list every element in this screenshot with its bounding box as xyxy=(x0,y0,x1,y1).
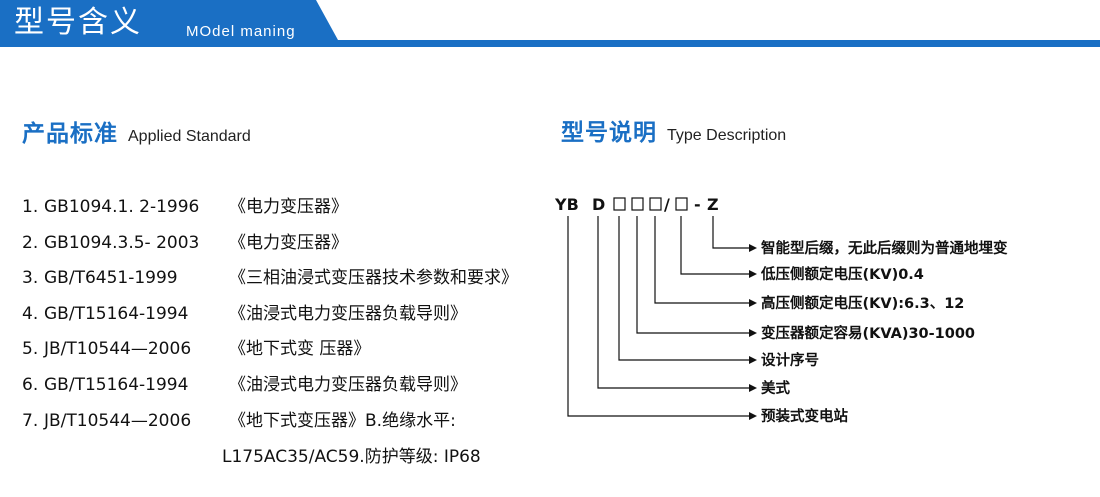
standard-number: 1. xyxy=(22,197,39,217)
standard-number: 6. xyxy=(22,374,39,395)
type-desc-heading-en: Type Description xyxy=(667,127,787,144)
standards-heading-en: Applied Standard xyxy=(128,128,251,145)
standard-code: GB/T15164-1994 xyxy=(44,303,189,324)
leader-line-yb xyxy=(567,216,749,417)
standard-name: 《电力变压器》 xyxy=(229,232,348,253)
arrow-head xyxy=(749,412,757,420)
standard-code: GB1094.1. 2-1996 xyxy=(44,197,200,217)
page-subtitle: MOdel maning xyxy=(186,23,296,40)
standard-name: 《油浸式电力变压器负载导则》 xyxy=(229,374,467,395)
standard-item: 7.JB/T10544—2006 《地下式变压器》B.绝缘水平: xyxy=(22,407,518,443)
desc-hv-voltage: 高压侧额定电压(KV):6.3、12 xyxy=(761,294,964,312)
code-dash: - xyxy=(694,195,701,214)
standard-code: GB/T15164-1994 xyxy=(44,374,189,395)
code-d: D xyxy=(592,195,605,214)
code-z: Z xyxy=(707,195,719,214)
code-box-4 xyxy=(675,197,688,211)
leader-line-hv xyxy=(654,216,749,304)
standard-name: 《油浸式电力变压器负载导则》 xyxy=(229,303,467,324)
standard-code: GB1094.3.5- 2003 xyxy=(44,232,200,253)
desc-capacity: 变压器额定容易(KVA)30-1000 xyxy=(761,324,975,342)
arrow-head xyxy=(749,270,757,278)
leader-line-d xyxy=(597,216,749,389)
leader-line-capacity xyxy=(636,216,749,334)
standard-item: 4.GB/T15164-1994 《油浸式电力变压器负载导则》 xyxy=(22,300,518,336)
standard-name: 《地下式变压器》B.绝缘水平: xyxy=(229,410,456,431)
standard-name: 《地下式变 压器》 xyxy=(229,339,371,360)
desc-prefab-substation: 预装式变电站 xyxy=(761,407,848,425)
leader-line-z xyxy=(712,216,749,249)
arrow-head xyxy=(749,384,757,392)
desc-serial: 设计序号 xyxy=(761,351,819,369)
standards-heading: 产品标准 Applied Standard xyxy=(22,114,251,148)
standards-heading-cn: 产品标准 xyxy=(22,121,118,147)
type-desc-heading: 型号说明 Type Description xyxy=(561,113,786,147)
standard-name: 《三相油浸式变压器技术参数和要求》 xyxy=(229,268,518,289)
type-code-diagram: YB D / - Z 智能型后缀，无此后缀则为普通地埋变 低压侧额定电压(KV)… xyxy=(555,195,1008,425)
standard-number: 3. xyxy=(22,268,39,289)
leader-line-lv xyxy=(680,216,749,275)
standards-list: 1.GB1094.1. 2-1996 《电力变压器》 2.GB1094.3.5- … xyxy=(22,193,518,442)
arrow-head xyxy=(749,329,757,337)
standard-number: 7. xyxy=(22,410,39,431)
standard-number: 5. xyxy=(22,339,39,360)
standard-item: 5.JB/T10544—2006 《地下式变 压器》 xyxy=(22,335,518,371)
code-box-1 xyxy=(613,197,626,211)
type-desc-heading-cn: 型号说明 xyxy=(561,120,657,146)
standard-number: 2. xyxy=(22,232,39,253)
code-slash: / xyxy=(664,195,670,214)
standard-code: JB/T10544—2006 xyxy=(44,410,192,431)
standard-item: 6.GB/T15164-1994 《油浸式电力变压器负载导则》 xyxy=(22,371,518,407)
arrow-head xyxy=(749,356,757,364)
standard-number: 4. xyxy=(22,303,39,324)
standard-code: JB/T10544—2006 xyxy=(44,339,192,360)
leader-line-serial xyxy=(618,216,749,361)
banner-background xyxy=(0,0,1100,47)
standard-item: 2.GB1094.3.5- 2003 《电力变压器》 xyxy=(22,229,518,265)
standard-name: 《电力变压器》 xyxy=(229,197,348,217)
header-banner: 型号含义 MOdel maning xyxy=(0,0,1100,48)
desc-lv-voltage: 低压侧额定电压(KV)0.4 xyxy=(760,265,924,283)
code-box-2 xyxy=(631,197,644,211)
code-box-3 xyxy=(649,197,662,211)
standard-item: 3.GB/T6451-1999 《三相油浸式变压器技术参数和要求》 xyxy=(22,264,518,300)
code-yb: YB xyxy=(555,195,579,214)
page-title: 型号含义 xyxy=(14,5,142,40)
desc-suffix-z: 智能型后缀，无此后缀则为普通地埋变 xyxy=(761,239,1008,257)
arrow-head xyxy=(749,299,757,307)
standard-code: GB/T6451-1999 xyxy=(44,268,178,289)
banner-tab xyxy=(0,0,338,40)
desc-american: 美式 xyxy=(761,379,790,397)
banner-underline xyxy=(0,40,1100,47)
standard-item: 1.GB1094.1. 2-1996 《电力变压器》 xyxy=(22,193,518,229)
standard-continuation: L175AC35/AC59.防护等级: IP68 xyxy=(222,447,481,467)
arrow-head xyxy=(749,244,757,252)
